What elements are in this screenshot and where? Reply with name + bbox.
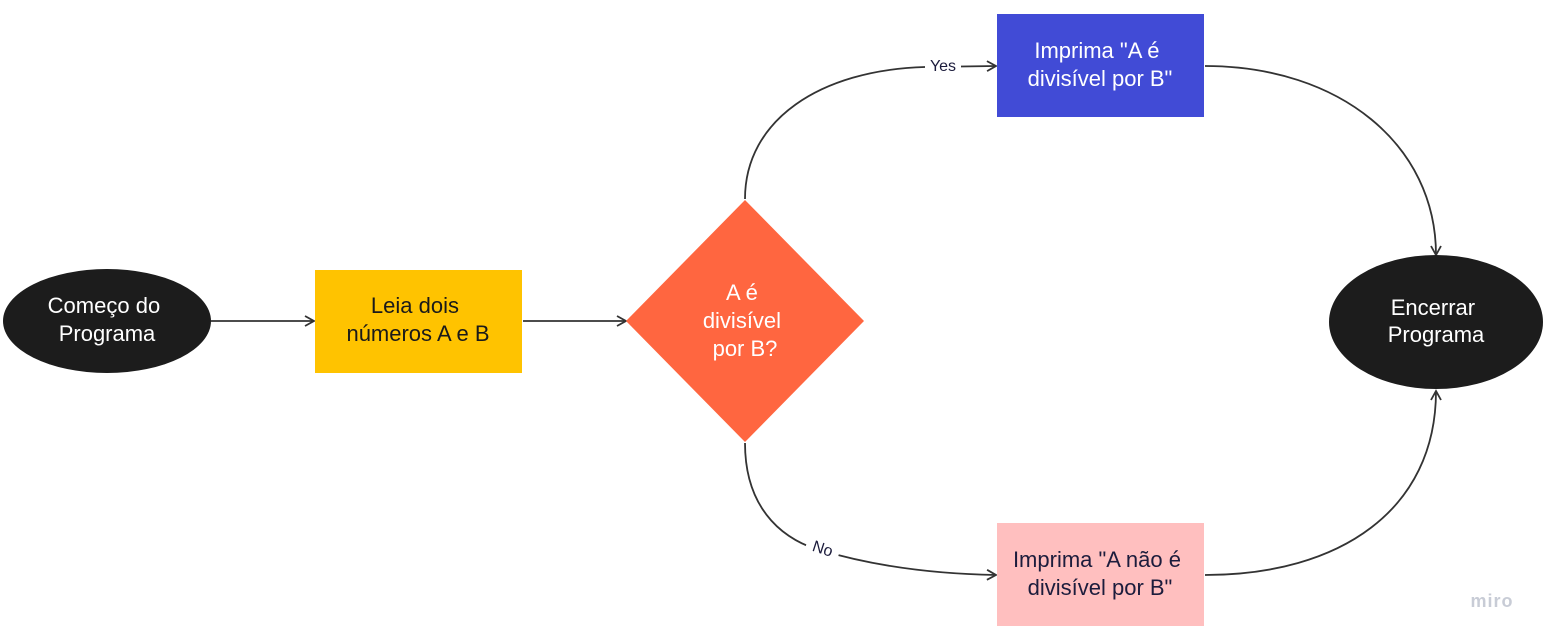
decision-diamond[interactable] <box>626 200 864 442</box>
decision-label: A é divisível por B? <box>703 280 787 361</box>
yes-label-background <box>925 55 961 77</box>
yes-output-node[interactable]: Imprima "A é divisível por B" <box>997 14 1204 117</box>
read-box[interactable] <box>315 270 522 373</box>
start-node[interactable]: Começo do Programa <box>3 269 211 373</box>
no-output-label: Imprima "A não é divisível por B" <box>1013 547 1187 600</box>
yes-output-label: Imprima "A é divisível por B" <box>1028 38 1173 91</box>
end-label: Encerrar Programa <box>1388 295 1485 347</box>
yes-output-label-line-2: divisível por B" <box>1028 66 1173 91</box>
yes-output-label-line-1: Imprima "A é <box>1034 38 1159 63</box>
start-ellipse[interactable] <box>3 269 211 373</box>
end-ellipse[interactable] <box>1329 255 1543 389</box>
start-label: Começo do Programa <box>48 293 167 346</box>
no-output-label-line-1: Imprima "A não é <box>1013 547 1181 572</box>
edge-decision-to-yes[interactable] <box>744 60 998 200</box>
edge-label-yes: Yes <box>930 58 956 75</box>
edge-label-no: No <box>810 538 835 561</box>
edge-yes-to-end <box>1204 65 1442 257</box>
no-output-label-line-2: divisível por B" <box>1028 575 1173 600</box>
start-label-line-1: Começo do <box>48 293 161 318</box>
decision-label-line-2: divisível <box>703 308 781 333</box>
read-label: Leia dois números A e B <box>346 293 489 346</box>
decision-label-line-1: A é <box>726 280 758 305</box>
end-node[interactable]: Encerrar Programa <box>1329 255 1543 389</box>
edge-no-to-end <box>1204 389 1442 576</box>
start-label-line-2: Programa <box>59 321 156 346</box>
decision-label-line-3: por B? <box>713 336 778 361</box>
edge-decision-to-no[interactable] <box>744 442 998 581</box>
read-label-line-2: números A e B <box>346 321 489 346</box>
connectors <box>211 60 1442 581</box>
end-label-line-2: Programa <box>1388 322 1485 347</box>
no-output-box[interactable] <box>997 523 1204 626</box>
read-label-line-1: Leia dois <box>371 293 459 318</box>
yes-output-box[interactable] <box>997 14 1204 117</box>
miro-watermark: miro <box>1470 591 1513 611</box>
decision-node[interactable]: A é divisível por B? <box>626 200 864 442</box>
end-label-line-1: Encerrar <box>1391 295 1475 320</box>
no-label-background <box>803 532 843 564</box>
no-output-node[interactable]: Imprima "A não é divisível por B" <box>997 523 1204 626</box>
read-node[interactable]: Leia dois números A e B <box>315 270 522 373</box>
